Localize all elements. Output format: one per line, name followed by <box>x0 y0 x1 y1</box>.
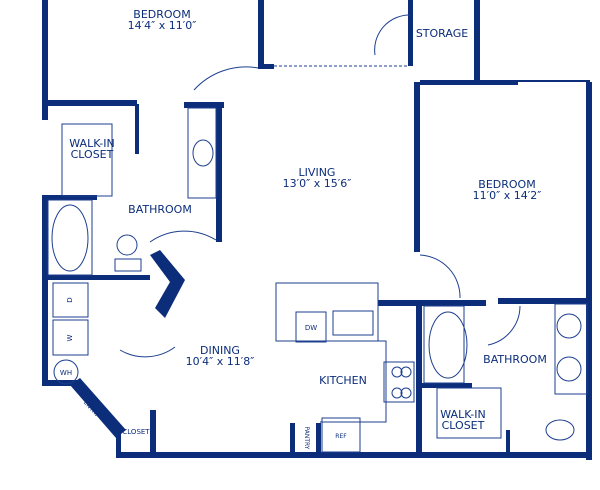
water-heater-label: WH <box>60 369 72 377</box>
kitchen-name: KITCHEN <box>319 374 367 387</box>
refrigerator-label: REF <box>335 433 347 440</box>
dining-name: DINING <box>200 344 240 357</box>
dining-size: 10′4″ x 11′8″ <box>186 355 255 368</box>
walls <box>42 0 592 460</box>
living-size: 13′0″ x 15′6″ <box>283 177 352 190</box>
bathroom-1-name: BATHROOM <box>128 203 192 216</box>
pantry-name: PANTRY <box>303 427 310 450</box>
storage-name: STORAGE <box>416 27 468 40</box>
living-name: LIVING <box>299 166 336 179</box>
walk-in-closet-1-line-2: CLOSET <box>71 148 114 161</box>
closet-name: CLOSET <box>122 428 150 436</box>
walk-in-closet-2-line-2: CLOSET <box>442 419 485 432</box>
bedroom-2-size: 11′0″ x 14′2″ <box>473 189 542 202</box>
washer-label: W <box>66 334 74 341</box>
dryer-label: D <box>66 297 74 302</box>
fixtures <box>47 14 588 453</box>
dishwasher-label: DW <box>305 324 317 332</box>
room-labels: BEDROOM 14′4″ x 11′0″ STORAGE WALK-IN CL… <box>60 8 547 450</box>
bedroom-1-size: 14′4″ x 11′0″ <box>128 19 197 32</box>
bedroom-1-name: BEDROOM <box>133 8 190 21</box>
bathroom-2-name: BATHROOM <box>483 353 547 366</box>
walk-in-closet-1-line-1: WALK-IN <box>69 137 114 150</box>
bedroom-2-name: BEDROOM <box>478 178 535 191</box>
walk-in-closet-2-line-1: WALK-IN <box>440 408 485 421</box>
